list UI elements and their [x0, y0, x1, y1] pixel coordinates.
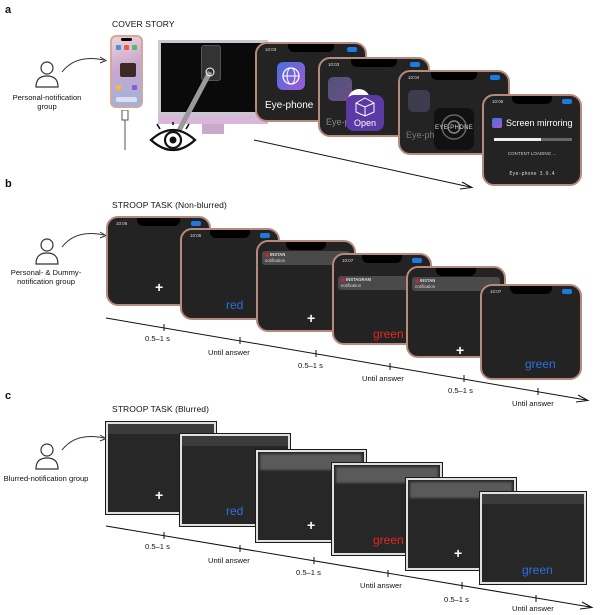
- eye-phone-label-faded-2: Eye-phone: [406, 130, 450, 140]
- person-icon: [35, 443, 59, 470]
- group-label-a: Personal-notification group: [12, 93, 82, 112]
- timeline-label: Until answer: [362, 374, 404, 383]
- monitor-chin: [158, 115, 268, 124]
- monitor-screen: [158, 40, 268, 115]
- fixation-cross-6: +: [454, 545, 463, 561]
- instagram-notification: INSTAN notification: [412, 277, 500, 291]
- stroop-word-red: red: [226, 504, 244, 518]
- timeline-label: Until answer: [208, 556, 250, 565]
- loading-bar: [494, 138, 572, 141]
- panel-letter-c: c: [5, 390, 12, 402]
- panel-letter-a: a: [5, 4, 12, 16]
- mirroring-icon: [492, 118, 502, 128]
- fixation-cross-1: +: [155, 279, 164, 295]
- version-text: Eye-phone 3.9.4: [509, 171, 555, 177]
- panel-c-title: STROOP TASK (Blurred): [112, 404, 210, 414]
- person-icon: [35, 61, 59, 88]
- person-icon: [35, 238, 59, 265]
- group-label-b: Personal- & Dummy-notification group: [10, 268, 82, 287]
- curved-arrow-icon: [61, 56, 108, 73]
- timeline-label: 0.5–1 s: [145, 542, 170, 551]
- panel-letter-b: b: [5, 178, 12, 190]
- panel-a-title: COVER STORY: [112, 19, 175, 29]
- instagram-notification: INSTAGRAM notification: [338, 276, 426, 290]
- timeline-label: 0.5–1 s: [448, 386, 473, 395]
- stroop-b-phone-6: 10:07: [480, 284, 582, 380]
- gaze-line: [171, 67, 215, 142]
- stroop-word-green-blue: green: [525, 357, 556, 371]
- fixation-cross-2: +: [307, 310, 316, 326]
- eye-icon: [149, 122, 197, 152]
- stroop-word-green-blue: green: [522, 563, 553, 577]
- open-label: Open: [353, 118, 377, 128]
- stroop-c-screen-6: [479, 491, 587, 585]
- panel-b-title: STROOP TASK (Non-blurred): [112, 200, 227, 210]
- timeline-label: 0.5–1 s: [444, 595, 469, 604]
- personal-phone: [110, 35, 143, 108]
- loading-text: CONTENT LOADING ...: [507, 151, 557, 156]
- stroop-word-green-red: green: [373, 533, 404, 547]
- timeline-label: Until answer: [512, 604, 554, 613]
- fixation-cross-5: +: [307, 517, 316, 533]
- eye-phone-logo: EYE-PHONE: [434, 108, 474, 150]
- usb-cable-icon: [121, 110, 129, 150]
- monitor-stand: [202, 124, 224, 134]
- timeline-label: 0.5–1 s: [298, 361, 323, 370]
- instagram-notification: INSTAN notification: [262, 251, 350, 265]
- fixation-cross-4: +: [155, 487, 164, 503]
- eye-phone-label: Eye-phone: [265, 100, 314, 111]
- timeline-label: 0.5–1 s: [296, 568, 321, 577]
- timeline-label: Until answer: [360, 581, 402, 590]
- timeline-label: Until answer: [208, 348, 250, 357]
- open-app-popup: Open: [346, 95, 384, 131]
- timeline-label: Until answer: [512, 399, 554, 408]
- mirroring-title: Screen mirroring: [506, 118, 573, 128]
- group-label-c: Blurred-notification group: [3, 474, 89, 483]
- fixation-cross-3: +: [456, 342, 465, 358]
- stroop-word-red: red: [226, 298, 244, 312]
- stroop-word-green-red: green: [373, 327, 404, 341]
- cube-icon: [355, 97, 375, 117]
- cover-phone-4: 10:05 Screen mirroring CONTENT LOADING .…: [482, 94, 582, 186]
- eye-phone-app-icon: [277, 62, 305, 90]
- timeline-label: 0.5–1 s: [145, 334, 170, 343]
